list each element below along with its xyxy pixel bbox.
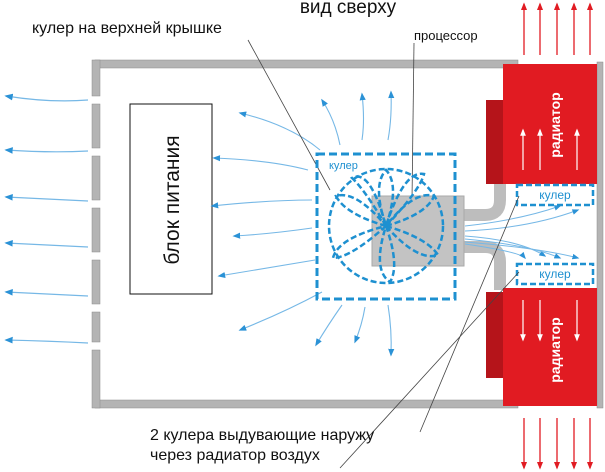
airflow-arrow-icon bbox=[464, 205, 562, 227]
airflow-arrow-icon bbox=[464, 241, 580, 260]
internal-airflow-arrows bbox=[210, 90, 395, 357]
heat-pipe-bottom bbox=[460, 241, 506, 290]
case-left-wall-segment bbox=[91, 349, 101, 409]
caption-line-1: 2 кулера выдувающие наружу bbox=[150, 427, 374, 444]
radiator-top: радиатор bbox=[486, 64, 597, 184]
airflow-arrow-icon bbox=[315, 304, 343, 347]
fan-blade bbox=[331, 224, 387, 260]
airflow-arrow-icon bbox=[4, 193, 89, 202]
airflow-arrow-icon bbox=[4, 336, 89, 344]
radiator-top-label: радиатор bbox=[547, 92, 563, 157]
case-outline bbox=[91, 59, 604, 409]
airflow-arrow-icon bbox=[232, 227, 313, 239]
processor-label: процессор bbox=[414, 28, 478, 43]
power-supply-box bbox=[129, 103, 213, 295]
case-left-wall-segment bbox=[91, 103, 101, 149]
fan-outer-ring bbox=[327, 167, 445, 285]
heat-pipe-top bbox=[460, 170, 506, 221]
top-cooler-label: кулер на верхней крышке bbox=[32, 20, 222, 37]
right-airflow-arrows bbox=[464, 205, 580, 260]
case-left-wall-segment bbox=[91, 155, 101, 201]
power-supply-label: блок питания bbox=[161, 135, 184, 264]
radiator-top-side-block bbox=[486, 100, 506, 184]
airflow-arrow-icon bbox=[464, 243, 526, 260]
case-left-wall-segment bbox=[91, 311, 101, 343]
case-left-wall-segment bbox=[91, 59, 101, 97]
top-cooler-inner-label: кулер bbox=[329, 160, 358, 172]
radiator-bottom-side-block bbox=[486, 292, 506, 378]
airflow-arrow-icon bbox=[4, 288, 89, 297]
processor-leader-line bbox=[411, 42, 415, 201]
fan-blade bbox=[349, 175, 388, 227]
fan-blade bbox=[385, 224, 440, 258]
top-heat-exhaust-arrows bbox=[520, 2, 594, 55]
airflow-arrow-icon bbox=[464, 238, 562, 259]
processor-block bbox=[371, 195, 465, 267]
cooler-right-bottom-label: кулер bbox=[539, 267, 571, 281]
fan-icon bbox=[327, 167, 445, 285]
fan-blade bbox=[378, 225, 396, 284]
airflow-arrow-icon bbox=[4, 93, 89, 102]
radiator-bottom-label: радиатор bbox=[547, 317, 563, 382]
caption-leader-line bbox=[419, 195, 520, 433]
cooler-right-top-frame bbox=[515, 183, 595, 207]
airflow-arrow-icon bbox=[212, 155, 309, 171]
fan-blade bbox=[384, 172, 426, 227]
airflow-arrow-icon bbox=[4, 147, 89, 154]
cooler-right-top-label: кулер bbox=[539, 188, 571, 202]
case-bottom-wall bbox=[94, 399, 519, 409]
radiator-top-body bbox=[503, 64, 597, 184]
airflow-arrow-icon bbox=[238, 111, 321, 151]
caption-leader-line bbox=[339, 271, 520, 469]
airflow-arrow-icon bbox=[464, 209, 580, 232]
fan-blade bbox=[334, 193, 387, 228]
airflow-arrow-icon bbox=[210, 199, 313, 209]
airflow-arrow-icon bbox=[464, 235, 547, 257]
airflow-arrow-icon bbox=[4, 239, 89, 248]
case-top-wall bbox=[94, 59, 519, 69]
airflow-arrow-icon bbox=[387, 304, 395, 357]
radiator-bottom-body bbox=[503, 288, 597, 406]
case-right-wall bbox=[596, 61, 604, 409]
airflow-arrow-icon bbox=[321, 98, 341, 146]
case-left-wall-segment bbox=[91, 259, 101, 305]
caption-line-2: через радиатор воздух bbox=[150, 447, 320, 464]
airflow-arrow-icon bbox=[238, 291, 323, 331]
case-left-wall-segment bbox=[91, 207, 101, 253]
airflow-arrow-icon bbox=[217, 259, 316, 279]
radiator-bottom: радиатор bbox=[486, 288, 597, 406]
airflow-arrow-icon bbox=[387, 90, 395, 141]
airflow-arrow-icon bbox=[359, 92, 366, 141]
bottom-heat-exhaust-arrows bbox=[520, 418, 594, 470]
left-exhaust-arrows bbox=[4, 93, 89, 344]
diagram-title: вид сверху bbox=[300, 0, 397, 18]
top-cooler-frame bbox=[315, 152, 457, 301]
airflow-arrow-icon bbox=[354, 306, 366, 344]
